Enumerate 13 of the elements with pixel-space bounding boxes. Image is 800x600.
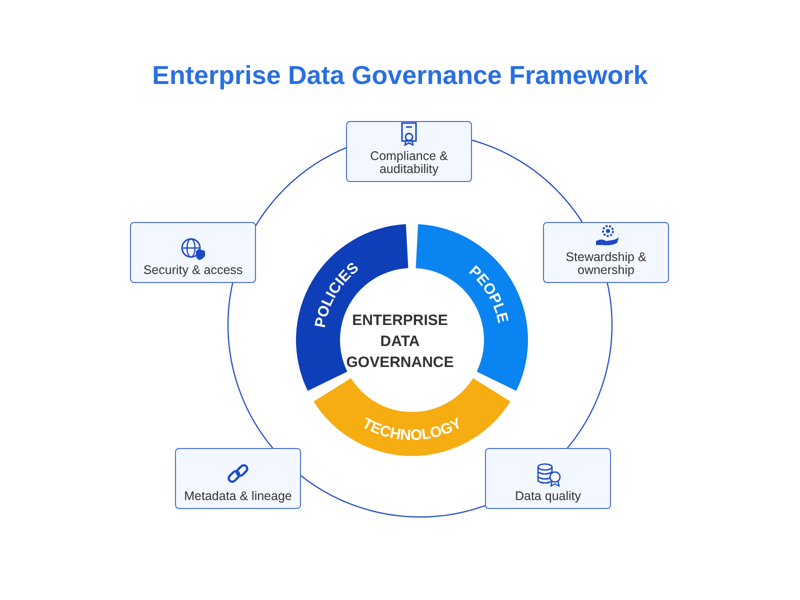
diagram-title: Enterprise Data Governance Framework — [151, 60, 649, 91]
category-card — [543, 222, 669, 283]
card-label: Data quality — [514, 490, 581, 503]
category-card — [485, 448, 611, 509]
category-card — [346, 121, 472, 182]
category-card — [175, 448, 301, 509]
card-label: Stewardship & ownership — [564, 251, 648, 277]
segment-label: TECHNOLOGY — [359, 414, 464, 444]
card-label: Metadata & lineage — [184, 490, 292, 503]
card-label: Security & access — [143, 264, 243, 277]
ring-segment — [314, 378, 510, 456]
card-label: Compliance & auditability — [369, 150, 449, 176]
category-card — [130, 222, 256, 283]
